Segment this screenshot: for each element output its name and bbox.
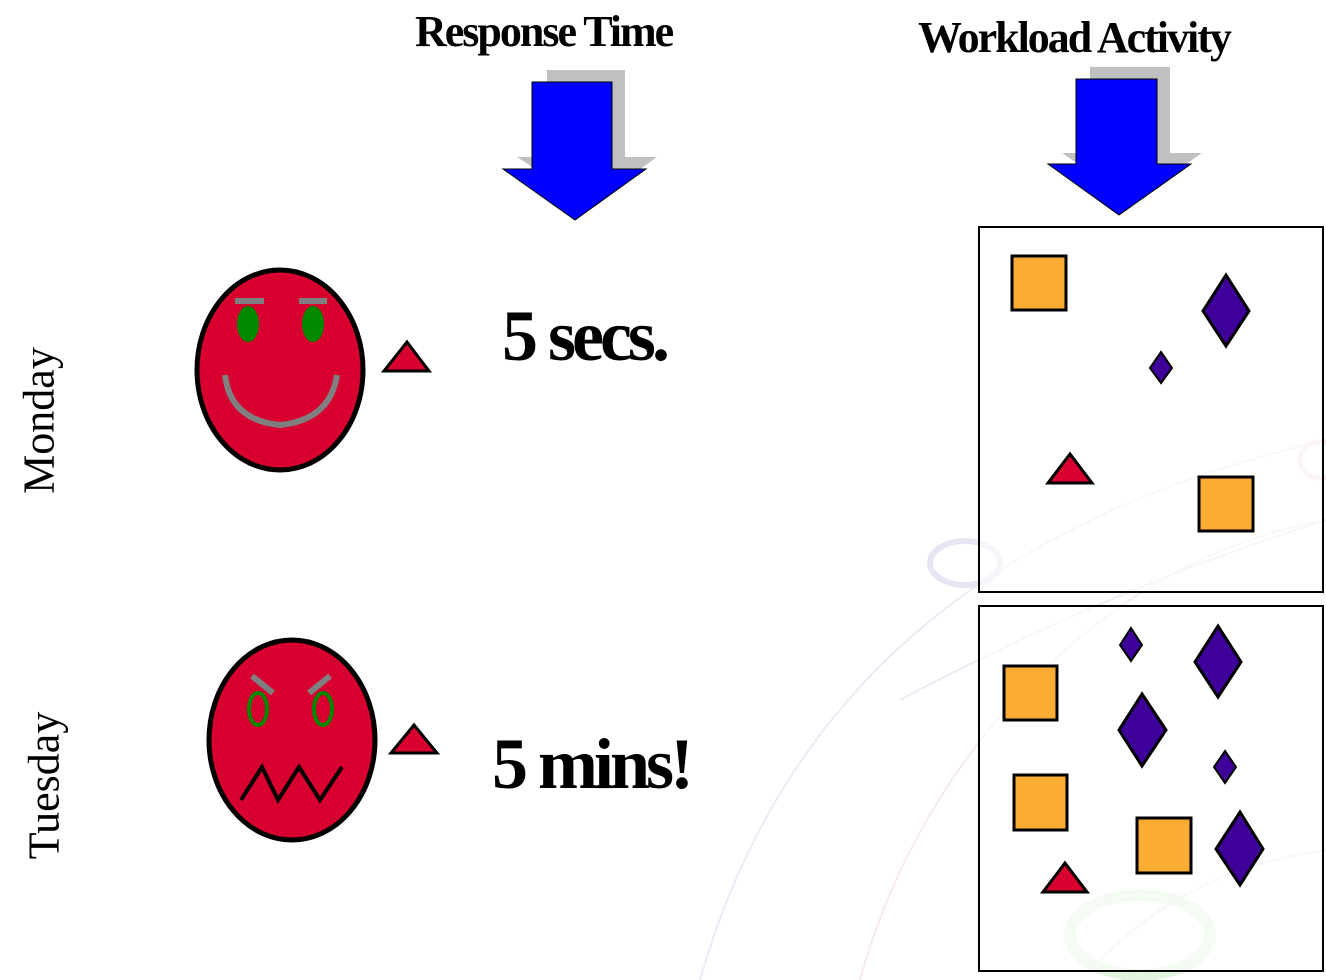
diamond-icon	[1118, 626, 1144, 663]
monday-triangle-icon	[380, 339, 433, 373]
response-time-down-arrow-icon	[501, 70, 657, 221]
response-time-header: Response Time	[415, 7, 674, 56]
diamond-icon	[1193, 623, 1243, 700]
happy-face-icon	[194, 267, 366, 473]
diamond-icon	[1148, 350, 1174, 385]
tuesday-response-value: 5 mins!	[492, 724, 694, 804]
workload-activity-down-arrow-icon	[1046, 67, 1202, 216]
square-icon	[1012, 773, 1069, 832]
monday-response-value: 5 secs.	[502, 296, 670, 376]
diamond-icon	[1117, 691, 1168, 769]
square-icon	[1135, 816, 1193, 875]
diamond-icon	[1214, 809, 1265, 888]
tuesday-triangle-icon	[387, 722, 441, 755]
square-icon	[1197, 475, 1255, 533]
tuesday-label: Tuesday	[19, 711, 69, 860]
workload-activity-header: Workload Activity	[918, 13, 1232, 62]
angry-face-icon	[206, 637, 378, 843]
square-icon	[1010, 254, 1068, 312]
square-icon	[1002, 664, 1059, 722]
triangle-icon	[1039, 860, 1091, 894]
monday-label: Monday	[14, 347, 64, 494]
diamond-icon	[1212, 749, 1238, 785]
diamond-icon	[1201, 272, 1251, 349]
triangle-icon	[1044, 451, 1096, 485]
